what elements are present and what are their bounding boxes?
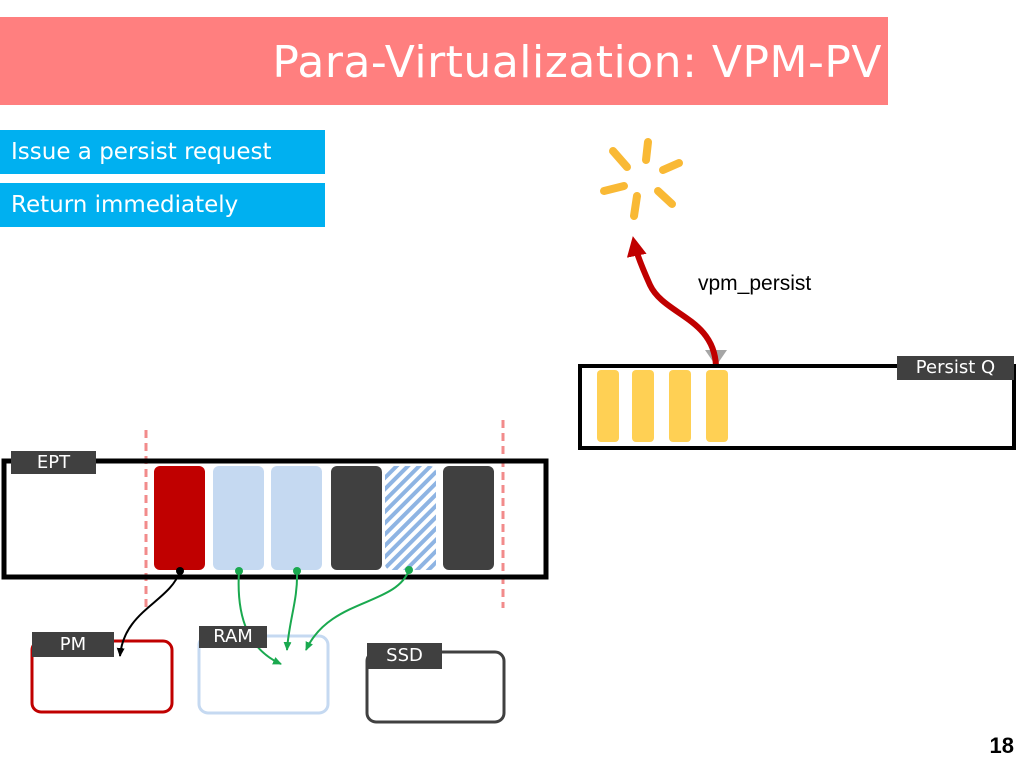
persist-arrow	[626, 236, 719, 367]
ept-entries	[154, 466, 494, 570]
ept-entry-ram-page	[213, 466, 264, 570]
ept-entry-ssd-page	[331, 466, 382, 570]
ssd-tag: SSD	[367, 643, 442, 669]
ram-tag: RAM	[199, 626, 267, 648]
persist-queue-tag: Persist Q	[897, 356, 1014, 380]
persist-queue-entry	[597, 370, 619, 442]
ept-entry-pm-page	[154, 466, 205, 570]
slide-title: Para-Virtualization: VPM-PV	[272, 37, 882, 88]
persist-queue-entry	[632, 370, 654, 442]
persist-burst-icon	[600, 138, 683, 220]
persist-queue-entries	[597, 370, 728, 442]
ram-mapping-arrow-3	[305, 569, 410, 651]
page-number: 18	[989, 733, 1014, 758]
ept-box	[1, 458, 549, 580]
pm-tag: PM	[32, 632, 114, 657]
ept-tag: EPT	[11, 451, 96, 474]
ept-entry-ram-page-hatched	[385, 466, 436, 570]
persist-queue-entry	[706, 370, 728, 442]
vpm-persist-label: vpm_persist	[698, 272, 812, 295]
pm-mapping-arrow	[116, 570, 181, 657]
step-issue-persist-request: Issue a persist request	[0, 130, 325, 174]
step-return-immediately: Return immediately	[0, 183, 325, 227]
ept-entry-ssd-page	[443, 466, 494, 570]
title-bar: Para-Virtualization: VPM-PV	[0, 17, 888, 105]
ept-entry-ram-page	[271, 466, 322, 570]
persist-queue-entry	[669, 370, 691, 442]
ram-mapping-arrow-2	[283, 570, 299, 651]
